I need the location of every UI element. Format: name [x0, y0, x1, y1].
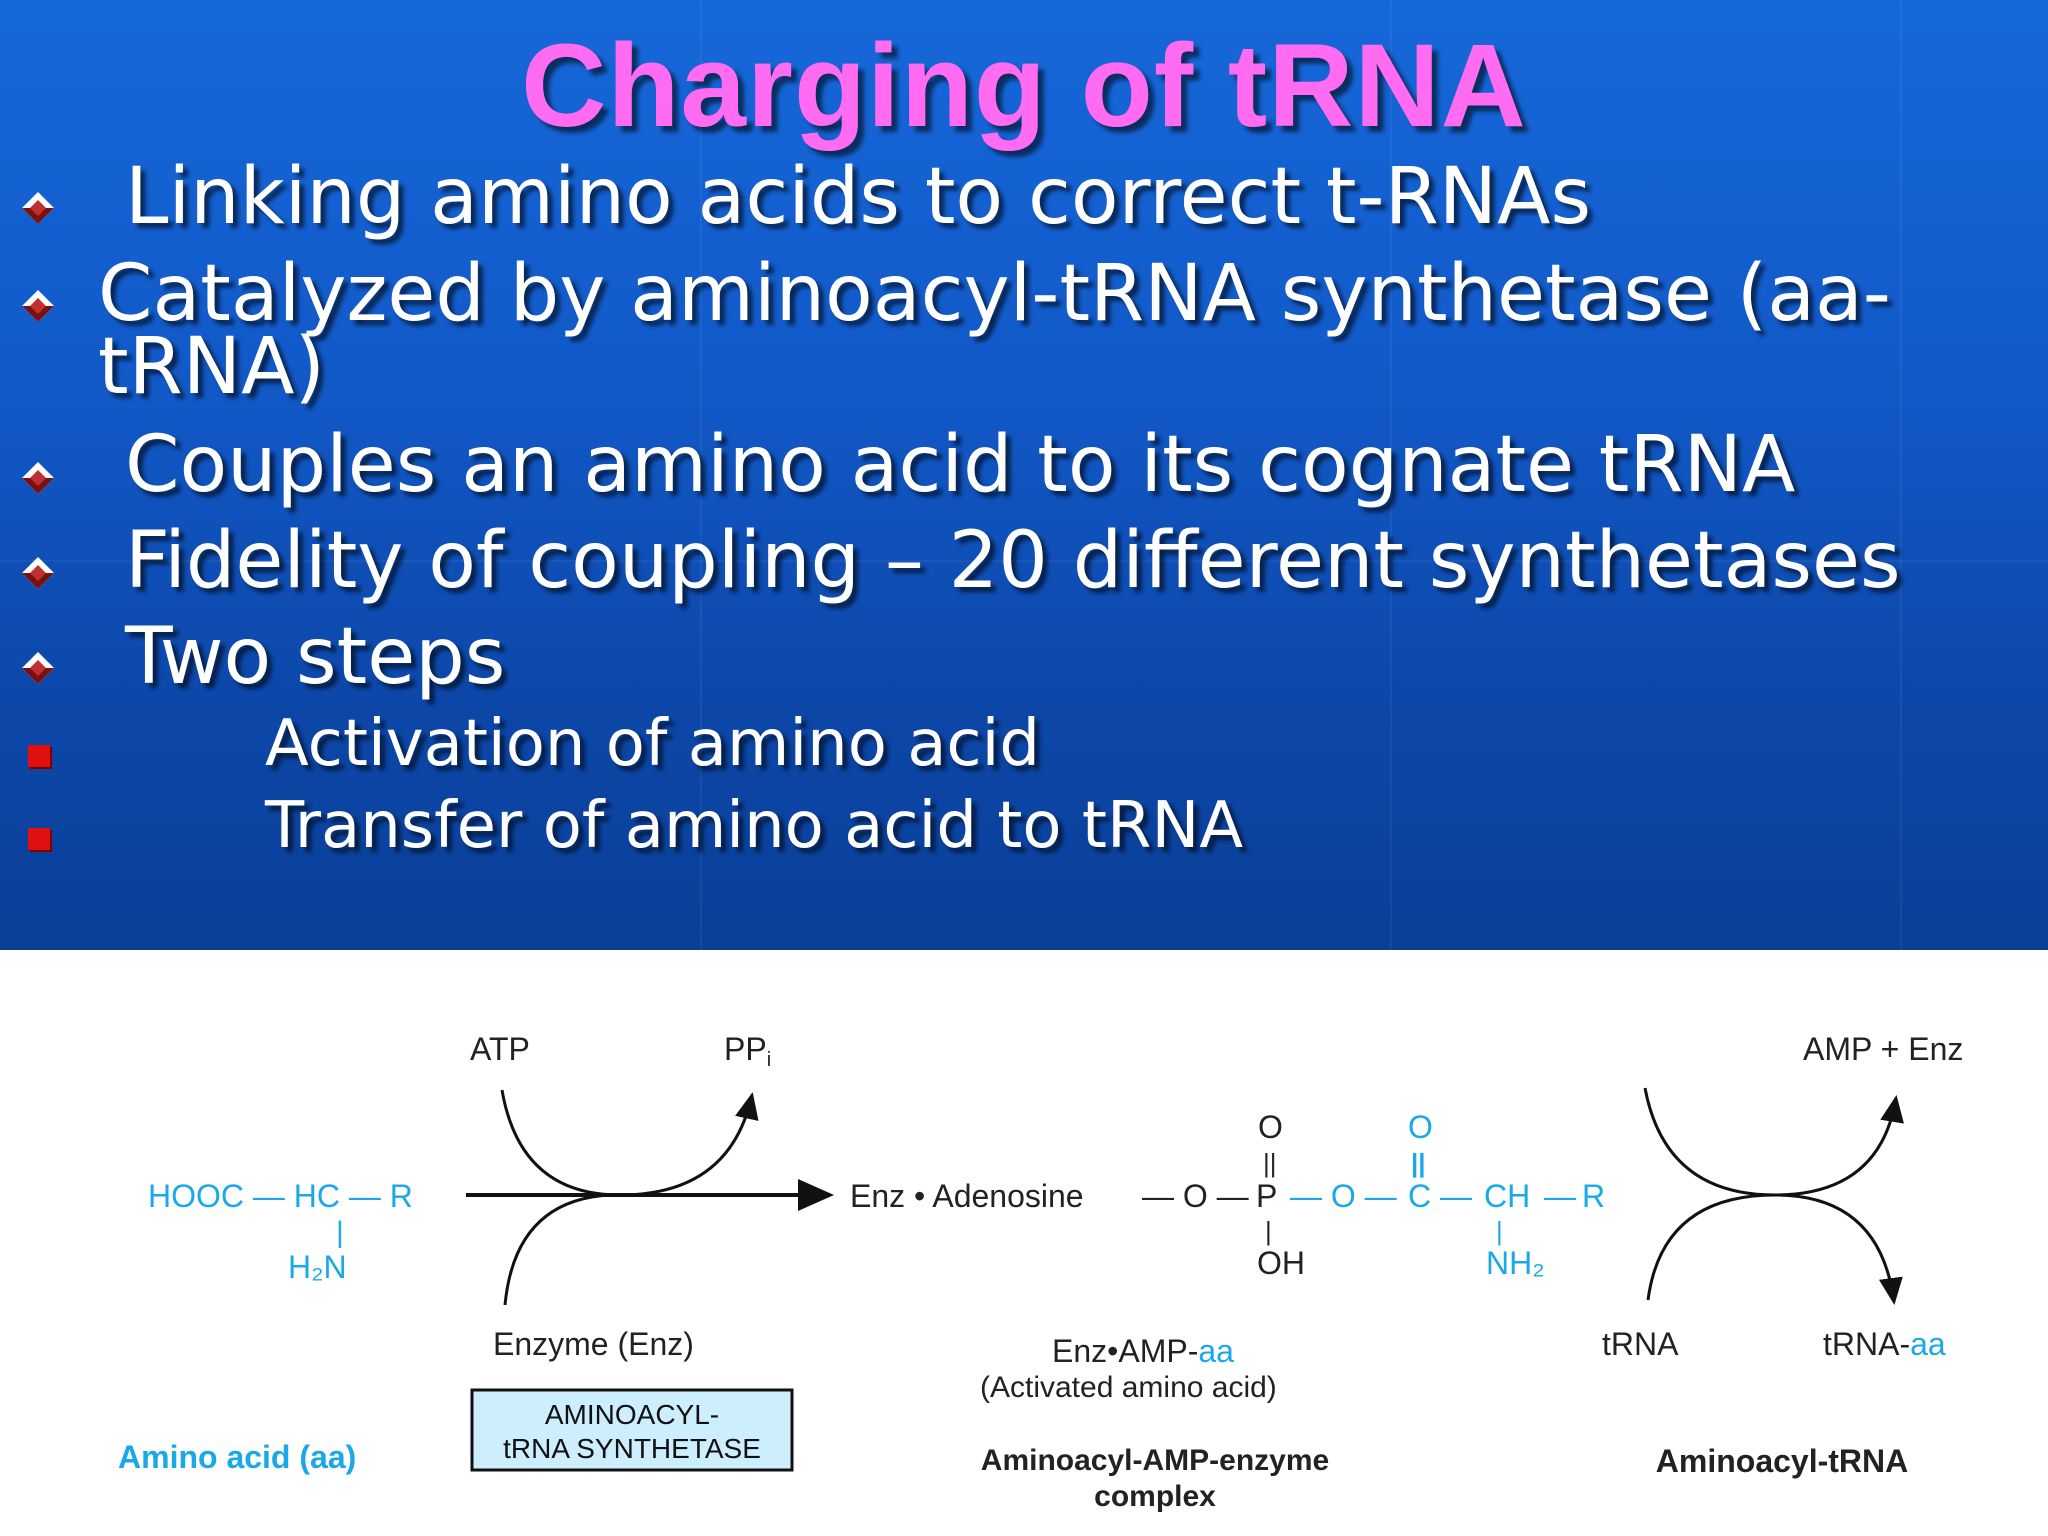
amino-acid-bond: | — [336, 1216, 344, 1249]
synthetase-box-line2: tRNA SYNTHETASE — [503, 1433, 761, 1464]
red-square-icon — [28, 828, 50, 850]
diamond-bullet-icon — [22, 192, 54, 224]
trna-charging-curve — [1646, 1193, 1903, 1305]
background-gridline — [700, 0, 702, 950]
phosphate-double-bond: || — [1263, 1148, 1277, 1178]
bond-ch-r: — — [1544, 1178, 1576, 1214]
atp-to-ppi-curve — [500, 1089, 759, 1197]
diamond-bullet-icon — [22, 557, 54, 589]
ppi-label: PPi — [724, 1031, 771, 1071]
carbonyl-oxygen: O — [1408, 1109, 1433, 1145]
carbonyl-carbon: C — [1408, 1178, 1431, 1214]
diamond-bullet-icon — [22, 652, 54, 684]
carbonyl-double-bond: || — [1411, 1148, 1426, 1178]
bullet-couples: Couples an amino acid to its cognate tRN… — [125, 420, 1796, 510]
bond-c-ch: — — [1440, 1178, 1472, 1214]
background-gridline — [1900, 0, 1902, 950]
phosphate-oh: OH — [1257, 1245, 1305, 1281]
enz-amp-aa-label: Enz•AMP-aa — [1052, 1333, 1234, 1369]
bullet-catalyzed-continued: tRNA) — [98, 322, 325, 412]
diamond-bullet-icon — [22, 462, 54, 494]
slide-title: Charging of tRNA — [521, 20, 1527, 152]
background-gridline — [1390, 0, 1392, 950]
release-amp-curve — [1643, 1087, 1904, 1197]
red-square-icon — [28, 745, 50, 767]
reaction-diagram: HOOC — HC — R | H₂N Amino acid (aa) ATP … — [118, 1031, 1963, 1513]
bullet-fidelity: Fidelity of coupling – 20 different synt… — [125, 516, 1901, 606]
phosphorus: P — [1256, 1178, 1277, 1214]
amp-enz-label: AMP + Enz — [1803, 1031, 1963, 1067]
diamond-bullet-icon — [22, 290, 54, 322]
activated-amino-acid-label: (Activated amino acid) — [980, 1371, 1277, 1404]
synthetase-box-line1: AMINOACYL- — [545, 1399, 719, 1430]
atp-label: ATP — [470, 1031, 530, 1067]
bullet-two-steps: Two steps — [125, 612, 506, 702]
complex-label-line1: Aminoacyl-AMP-enzyme — [981, 1444, 1329, 1477]
background-gridline — [0, 560, 2048, 562]
enz-adenosine: Enz • Adenosine — [850, 1178, 1084, 1214]
alpha-carbon: CH — [1484, 1178, 1530, 1214]
trna-aa-label: tRNA-aa — [1823, 1326, 1946, 1362]
enzyme-label: Enzyme (Enz) — [493, 1326, 694, 1362]
alpha-amine: NH₂ — [1486, 1245, 1545, 1281]
slide-header-background: Charging of tRNA Linking amino acids to … — [0, 0, 2048, 950]
aminoacyl-trna-label: Aminoacyl-tRNA — [1656, 1443, 1908, 1479]
bullet-linking: Linking amino acids to correct t-RNAs — [125, 152, 1592, 242]
oxygen-bridge-1: — O — — [1142, 1178, 1249, 1214]
amino-acid-label: Amino acid (aa) — [118, 1439, 356, 1475]
sub-bullet-activation: Activation of amino acid — [265, 707, 1040, 781]
trna-label: tRNA — [1602, 1326, 1679, 1362]
enzyme-entry-curve — [503, 1193, 611, 1306]
phosphate-oxygen: O — [1258, 1109, 1283, 1145]
amino-acid-amine: H₂N — [288, 1249, 347, 1285]
bullet-catalyzed: Catalyzed by aminoacyl-tRNA synthetase (… — [98, 249, 1891, 339]
alpha-amine-bond: | — [1496, 1216, 1503, 1246]
sub-bullet-transfer: Transfer of amino acid to tRNA — [265, 789, 1244, 863]
complex-label-line2: complex — [1094, 1480, 1216, 1513]
amino-acid-formula: HOOC — HC — R — [148, 1178, 413, 1214]
phosphate-oh-bond: | — [1265, 1216, 1272, 1246]
synthetase-box — [470, 1388, 794, 1472]
oxygen-bridge-2: — O — — [1290, 1178, 1397, 1214]
side-chain-r: R — [1582, 1178, 1605, 1214]
